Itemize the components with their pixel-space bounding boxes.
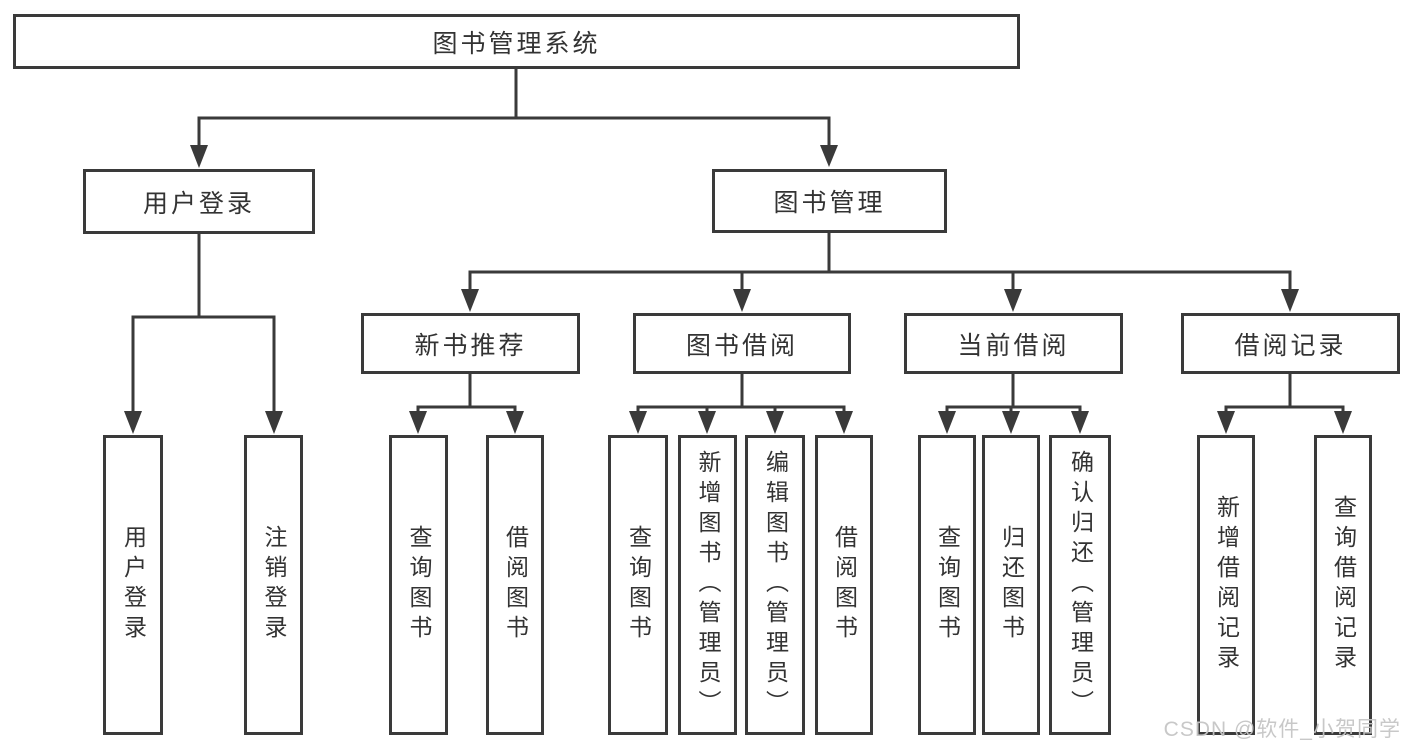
node-leaf-logout: 注销登录 (244, 435, 303, 735)
node-leaf-borrow-borrow-books: 借阅图书 (815, 435, 873, 735)
node-leaf-return-books: 归还图书 (982, 435, 1040, 735)
node-leaf-confirm-return-admin-label: 确认归还（管理员） (1067, 450, 1094, 720)
node-leaf-add-borrow-record-label: 新增借阅记录 (1213, 495, 1240, 675)
node-leaf-recommend-query-books: 查询图书 (389, 435, 448, 735)
node-leaf-recommend-query-books-label: 查询图书 (406, 525, 432, 645)
node-leaf-user-login-label: 用户登录 (120, 525, 147, 645)
node-group-book-borrow: 图书借阅 (633, 313, 851, 374)
node-leaf-add-borrow-record: 新增借阅记录 (1197, 435, 1255, 735)
node-leaf-current-query-books: 查询图书 (918, 435, 976, 735)
node-group-book-borrow-label: 图书借阅 (685, 331, 798, 360)
node-group-borrow-records-label: 借阅记录 (1234, 331, 1347, 360)
node-branch-user-login-label: 用户登录 (142, 189, 255, 218)
node-leaf-borrow-query-books-label: 查询图书 (625, 525, 652, 645)
csdn-watermark: CSDN @软件_小贺同学 (1163, 718, 1401, 741)
node-leaf-recommend-borrow-books: 借阅图书 (486, 435, 544, 735)
node-leaf-borrow-borrow-books-label: 借阅图书 (831, 525, 858, 645)
node-group-borrow-records: 借阅记录 (1181, 313, 1400, 374)
node-leaf-user-login: 用户登录 (103, 435, 163, 735)
node-leaf-return-books-label: 归还图书 (998, 525, 1025, 645)
node-leaf-edit-books-admin: 编辑图书（管理员） (745, 435, 805, 735)
node-root-system: 图书管理系统 (13, 14, 1020, 69)
node-leaf-borrow-query-books: 查询图书 (608, 435, 668, 735)
node-root-system-label: 图书管理系统 (432, 29, 601, 58)
node-branch-book-management-label: 图书管理 (773, 189, 886, 217)
arrowheads (124, 145, 1352, 434)
node-leaf-logout-label: 注销登录 (261, 525, 287, 645)
node-leaf-add-books-admin: 新增图书（管理员） (678, 435, 737, 735)
node-branch-user-login: 用户登录 (83, 169, 315, 234)
node-group-current-borrow-label: 当前借阅 (957, 331, 1070, 360)
node-leaf-recommend-borrow-books-label: 借阅图书 (502, 525, 529, 645)
node-leaf-current-query-books-label: 查询图书 (934, 525, 961, 645)
node-leaf-add-books-admin-label: 新增图书（管理员） (695, 450, 721, 720)
node-group-new-book-recommend-label: 新书推荐 (414, 331, 527, 360)
node-leaf-confirm-return-admin: 确认归还（管理员） (1049, 435, 1111, 735)
node-leaf-edit-books-admin-label: 编辑图书（管理员） (762, 450, 789, 720)
node-group-new-book-recommend: 新书推荐 (361, 313, 580, 374)
node-group-current-borrow: 当前借阅 (904, 313, 1123, 374)
node-branch-book-management: 图书管理 (712, 169, 947, 233)
node-leaf-query-borrow-record-label: 查询借阅记录 (1330, 495, 1357, 675)
node-leaf-query-borrow-record: 查询借阅记录 (1314, 435, 1372, 735)
